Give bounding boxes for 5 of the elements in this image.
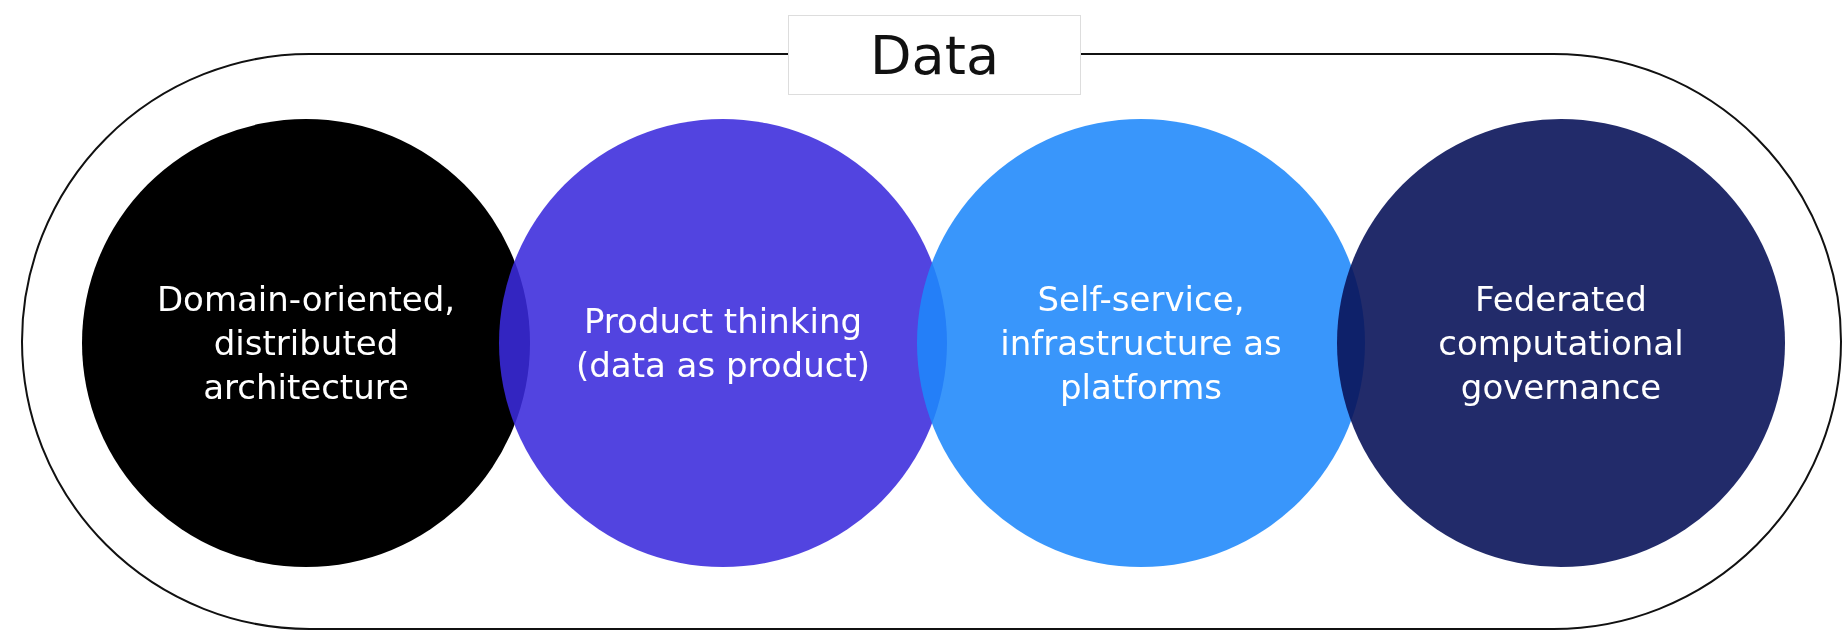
circle-label: Product thinking (data as product) xyxy=(574,299,871,387)
circle-label: Federated computational governance xyxy=(1437,277,1685,410)
frame-title: Data xyxy=(788,15,1081,95)
circle-label: Domain-oriented, distributed architecture xyxy=(155,277,457,410)
circle-label: Self-service, infrastructure as platforms xyxy=(999,277,1283,410)
